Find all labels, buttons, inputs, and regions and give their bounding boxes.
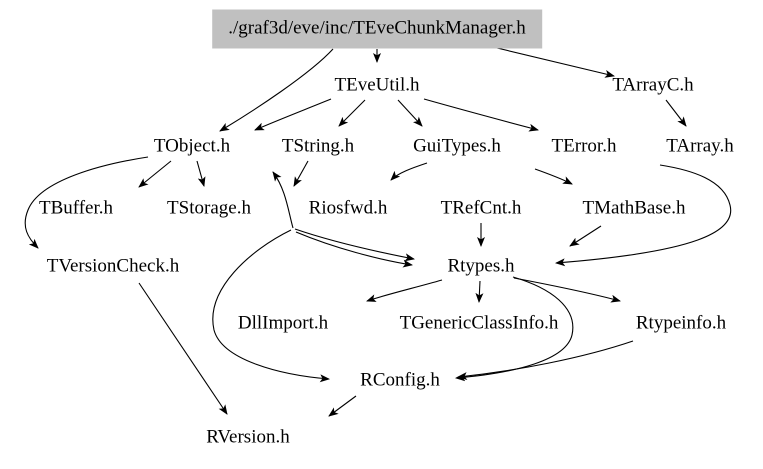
node-tbuffer[interactable]: TBuffer.h [38,197,114,219]
edge-tarrayc-tarray [665,99,687,127]
edge-rtypes-dllimport [366,279,443,302]
edge-tversioncheck-rversion [138,282,228,415]
node-root[interactable]: ./graf3d/eve/inc/TEveChunkManager.h [212,9,542,49]
edge-riosfwd-rtypes-a [294,228,415,262]
edge-tstring-tstorage [293,160,309,187]
edge-rconfig-rversion [328,395,357,417]
node-tstorage[interactable]: TStorage.h [167,197,251,219]
node-rtypeinfo[interactable]: Rtypeinfo.h [635,312,727,334]
edge-terror-tmathbase [534,168,573,185]
node-terror[interactable]: TError.h [551,135,617,157]
node-guitypes[interactable]: GuiTypes.h [413,135,501,157]
node-rversion[interactable]: RVersion.h [206,426,290,448]
edge-riosfwd-rtypes-b [295,231,413,268]
edge-tmathbase-rtypes [569,225,602,247]
node-riosfwd[interactable]: Riosfwd.h [308,197,388,219]
edge-teveutil-tstring [338,99,366,127]
edge-tstring-riosfwd [272,171,294,229]
node-tarray[interactable]: TArray.h [666,135,734,157]
edge-teveutil-tobject [254,98,332,131]
edge-riosfwd-rconfig [212,229,330,383]
node-tversioncheck[interactable]: TVersionCheck.h [46,255,180,277]
node-tgenericclassinfo[interactable]: TGenericClassInfo.h [399,312,559,334]
edge-tobject-tstorage [196,160,206,187]
node-tstring[interactable]: TString.h [281,135,355,157]
node-rtypes[interactable]: Rtypes.h [447,255,515,277]
node-tmathbase[interactable]: TMathBase.h [582,197,686,219]
node-trefcnt[interactable]: TRefCnt.h [440,197,522,219]
node-teveutil[interactable]: TEveUtil.h [334,74,420,96]
edge-rtypes-rtypeinfo [513,277,621,303]
edge-teveutil-terror [423,98,539,132]
node-dllimport[interactable]: DllImport.h [237,312,329,334]
edge-guitypes-trefcnt [390,162,428,181]
edge-root-tobject [219,48,334,132]
node-tobject[interactable]: TObject.h [153,135,231,157]
node-rconfig[interactable]: RConfig.h [360,369,440,391]
edge-rtypes-tgenericclassinfo [475,280,484,303]
node-tarrayc[interactable]: TArrayC.h [612,74,694,96]
edge-tobject-tbuffer [138,160,172,188]
edge-root-tarrayc [496,47,615,78]
edge-rtypeinfo-rconfig [457,340,634,381]
edge-teveutil-guitypes [397,99,423,127]
